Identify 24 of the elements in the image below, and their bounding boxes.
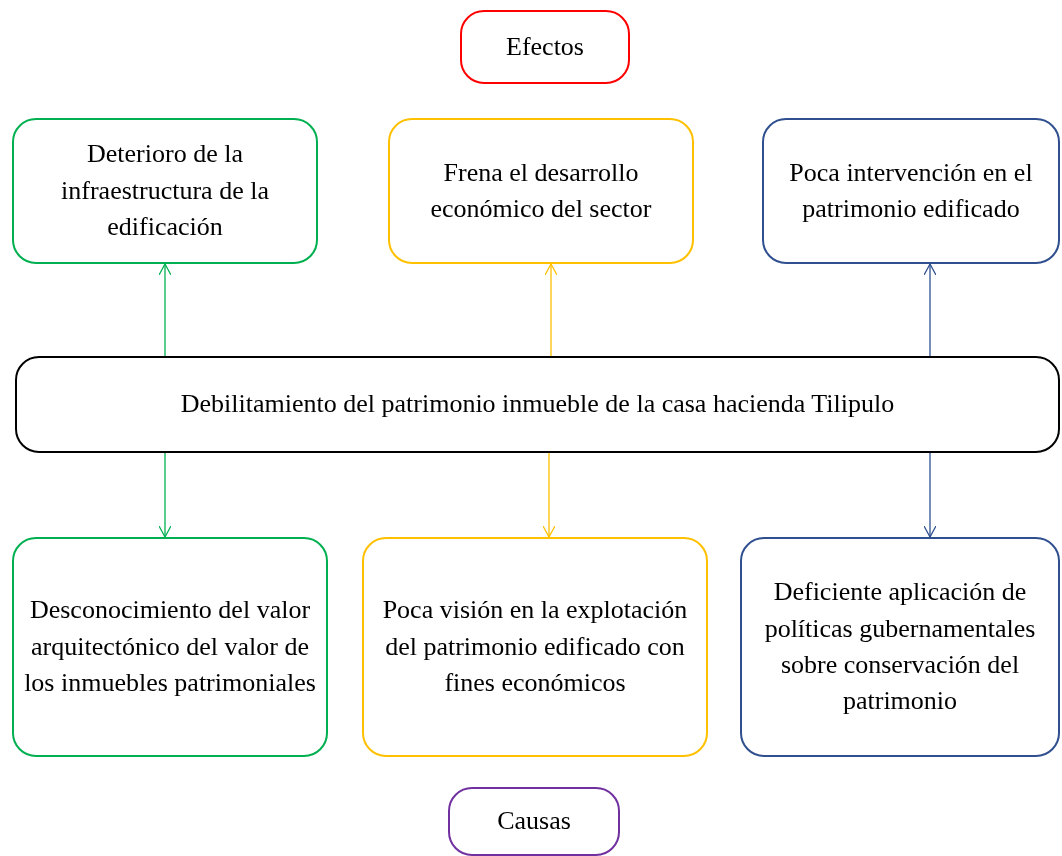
box-text: Frena el desarrollo económico del sector <box>429 156 653 225</box>
text-box <box>388 118 694 264</box>
problem-box <box>15 356 1060 453</box>
arrow <box>544 263 558 357</box>
box-text: Deterioro de la infraestructura de la edificación <box>60 138 270 244</box>
text-box <box>362 537 708 757</box>
arrow <box>542 452 556 538</box>
arrow <box>158 263 172 357</box>
arrow <box>158 452 172 538</box>
text-box <box>762 118 1060 264</box>
box-text: Efectos <box>506 30 584 63</box>
arrow <box>923 263 937 357</box>
box-text: Debilitamiento del patrimonio inmueble de la casa hacienda Tilipulo <box>180 388 895 421</box>
box-text: Desconocimiento del valor arquitectónico del valor de los inmuebles patrimoniales <box>24 594 316 700</box>
heading-box <box>448 787 620 856</box>
text-box <box>740 537 1060 757</box>
heading-box <box>460 10 630 84</box>
text-box <box>12 118 318 264</box>
box-text: Causas <box>497 805 571 838</box>
box-text: Poca visión en la explotación del patrimonio edificado con fines económicos <box>381 594 689 700</box>
text-box <box>12 537 328 757</box>
box-text: Deficiente aplicación de políticas gubernamentales sobre conservación del patrimonio <box>763 576 1037 718</box>
arrow <box>923 452 937 538</box>
box-text: Poca intervención en el patrimonio edificado <box>788 156 1034 225</box>
